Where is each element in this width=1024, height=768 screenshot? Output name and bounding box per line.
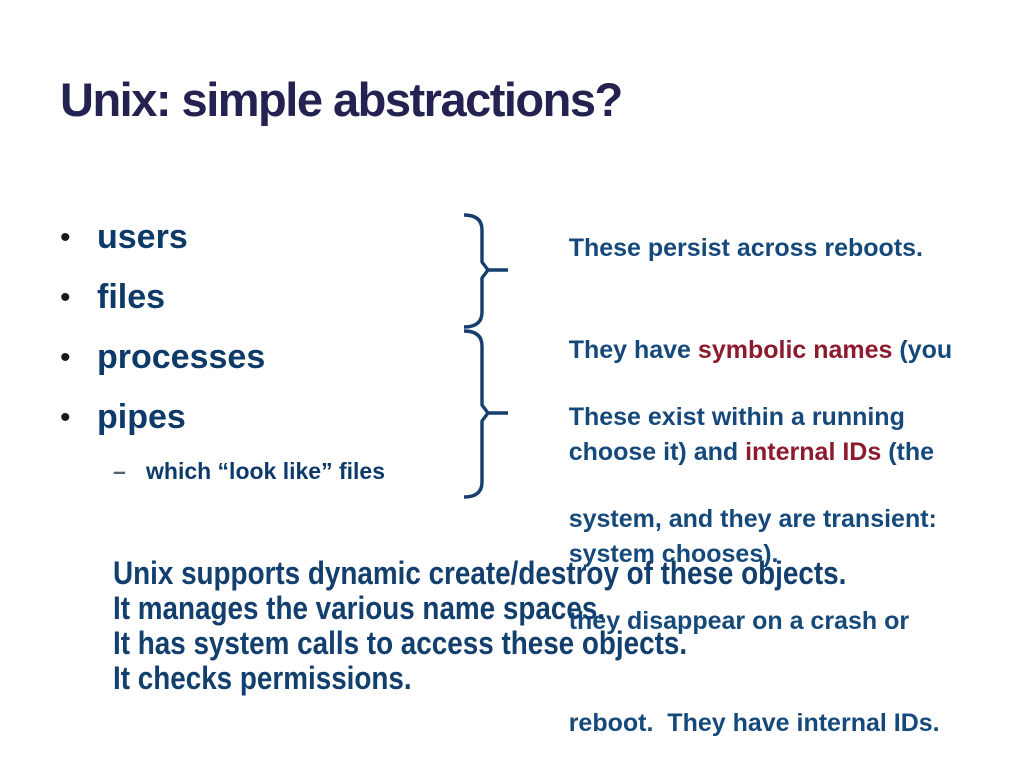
text-segment: they disappear on a crash or [568, 607, 910, 635]
persistent-objects-text-block: These persist across reboots. They have … [527, 197, 997, 605]
summary-line: It checks permissions. [113, 660, 412, 696]
bullet-dot-icon: • [60, 221, 71, 254]
transient-objects-text-block: These exist within a running system, and… [527, 366, 997, 768]
brace-top-icon [455, 212, 513, 330]
text-segment-highlight: symbolic names [697, 336, 893, 364]
text-line: system, and they are transient: [527, 468, 997, 570]
slide-title: Unix: simple abstractions? [60, 73, 623, 126]
text-segment: They have [568, 336, 698, 364]
text-segment-highlight: internal IDs [745, 438, 882, 466]
text-line: These exist within a running [527, 366, 997, 468]
text-line: They have symbolic names (you [527, 299, 997, 401]
bullet-label: processes [97, 337, 266, 376]
bullet-dot-icon: • [60, 401, 71, 434]
dash-icon: – [113, 457, 126, 484]
bullet-item-users: • users [60, 207, 440, 267]
text-segment: (you [892, 336, 953, 364]
text-line: reboot. They have internal IDs. [527, 672, 997, 768]
summary-line: Unix supports dynamic create/destroy of … [113, 555, 847, 591]
text-segment: reboot. They have internal IDs. [568, 709, 940, 737]
summary-line: It manages the various name spaces. [113, 590, 606, 626]
bullet-label: users [97, 217, 188, 256]
text-segment: (the [881, 438, 935, 466]
text-segment: These exist within a running [568, 403, 905, 431]
text-segment: These persist across reboots. [568, 234, 923, 262]
bullet-item-pipes: • pipes [60, 387, 440, 447]
brace-bottom-icon [455, 328, 513, 500]
text-segment: choose it) and [568, 438, 746, 466]
text-line: they disappear on a crash or [527, 570, 997, 672]
summary-paragraph: Unix supports dynamic create/destroy of … [113, 556, 896, 696]
bullet-item-files: • files [60, 267, 440, 327]
text-segment: system, and they are transient: [568, 505, 937, 533]
text-line: These persist across reboots. [527, 197, 997, 299]
text-line: choose it) and internal IDs (the [527, 401, 997, 503]
text-segment: system chooses). [568, 540, 779, 568]
text-line: system chooses). [527, 503, 997, 605]
summary-line: It has system calls to access these obje… [113, 625, 688, 661]
bullet-label: files [97, 277, 166, 316]
bullet-list: • users • files • processes • pipes – wh… [60, 207, 440, 493]
bullet-dot-icon: • [60, 341, 71, 374]
sub-bullet-item-look-like-files: – which “look like” files [60, 449, 440, 493]
bullet-item-processes: • processes [60, 327, 440, 387]
bullet-label: pipes [97, 397, 186, 436]
sub-bullet-label: which “look like” files [146, 457, 386, 484]
bullet-dot-icon: • [60, 281, 71, 314]
